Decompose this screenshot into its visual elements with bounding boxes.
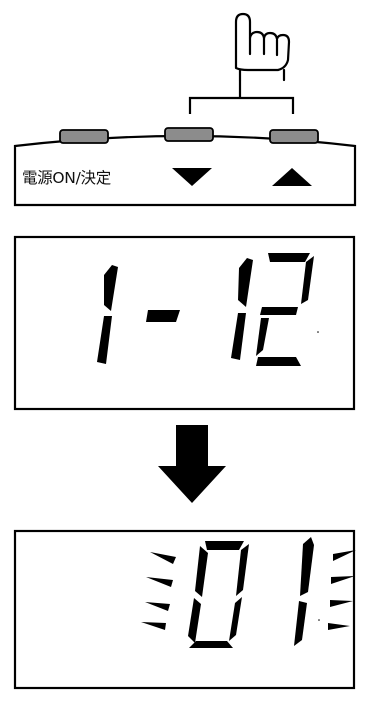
blink-indicator-icon <box>141 552 176 630</box>
up-button[interactable] <box>269 129 319 144</box>
display-before <box>13 235 356 411</box>
seg-dash <box>146 310 180 322</box>
power-button-label: 電源ON/決定 <box>22 169 111 187</box>
seg-digit-1 <box>97 265 118 364</box>
seg-digit-1c <box>294 537 314 646</box>
blink-indicator-icon <box>328 550 356 630</box>
down-arrow-icon <box>158 425 226 503</box>
power-button[interactable] <box>59 129 109 144</box>
up-triangle-icon <box>272 168 312 186</box>
seg-digit-2 <box>256 253 314 366</box>
down-button[interactable] <box>164 127 214 142</box>
display-after <box>13 529 356 690</box>
pointing-hand-icon <box>234 12 291 82</box>
button-bracket <box>188 80 295 114</box>
down-triangle-icon <box>172 168 212 186</box>
seg-digit-0 <box>188 541 249 648</box>
seg-digit-1b <box>231 258 253 360</box>
